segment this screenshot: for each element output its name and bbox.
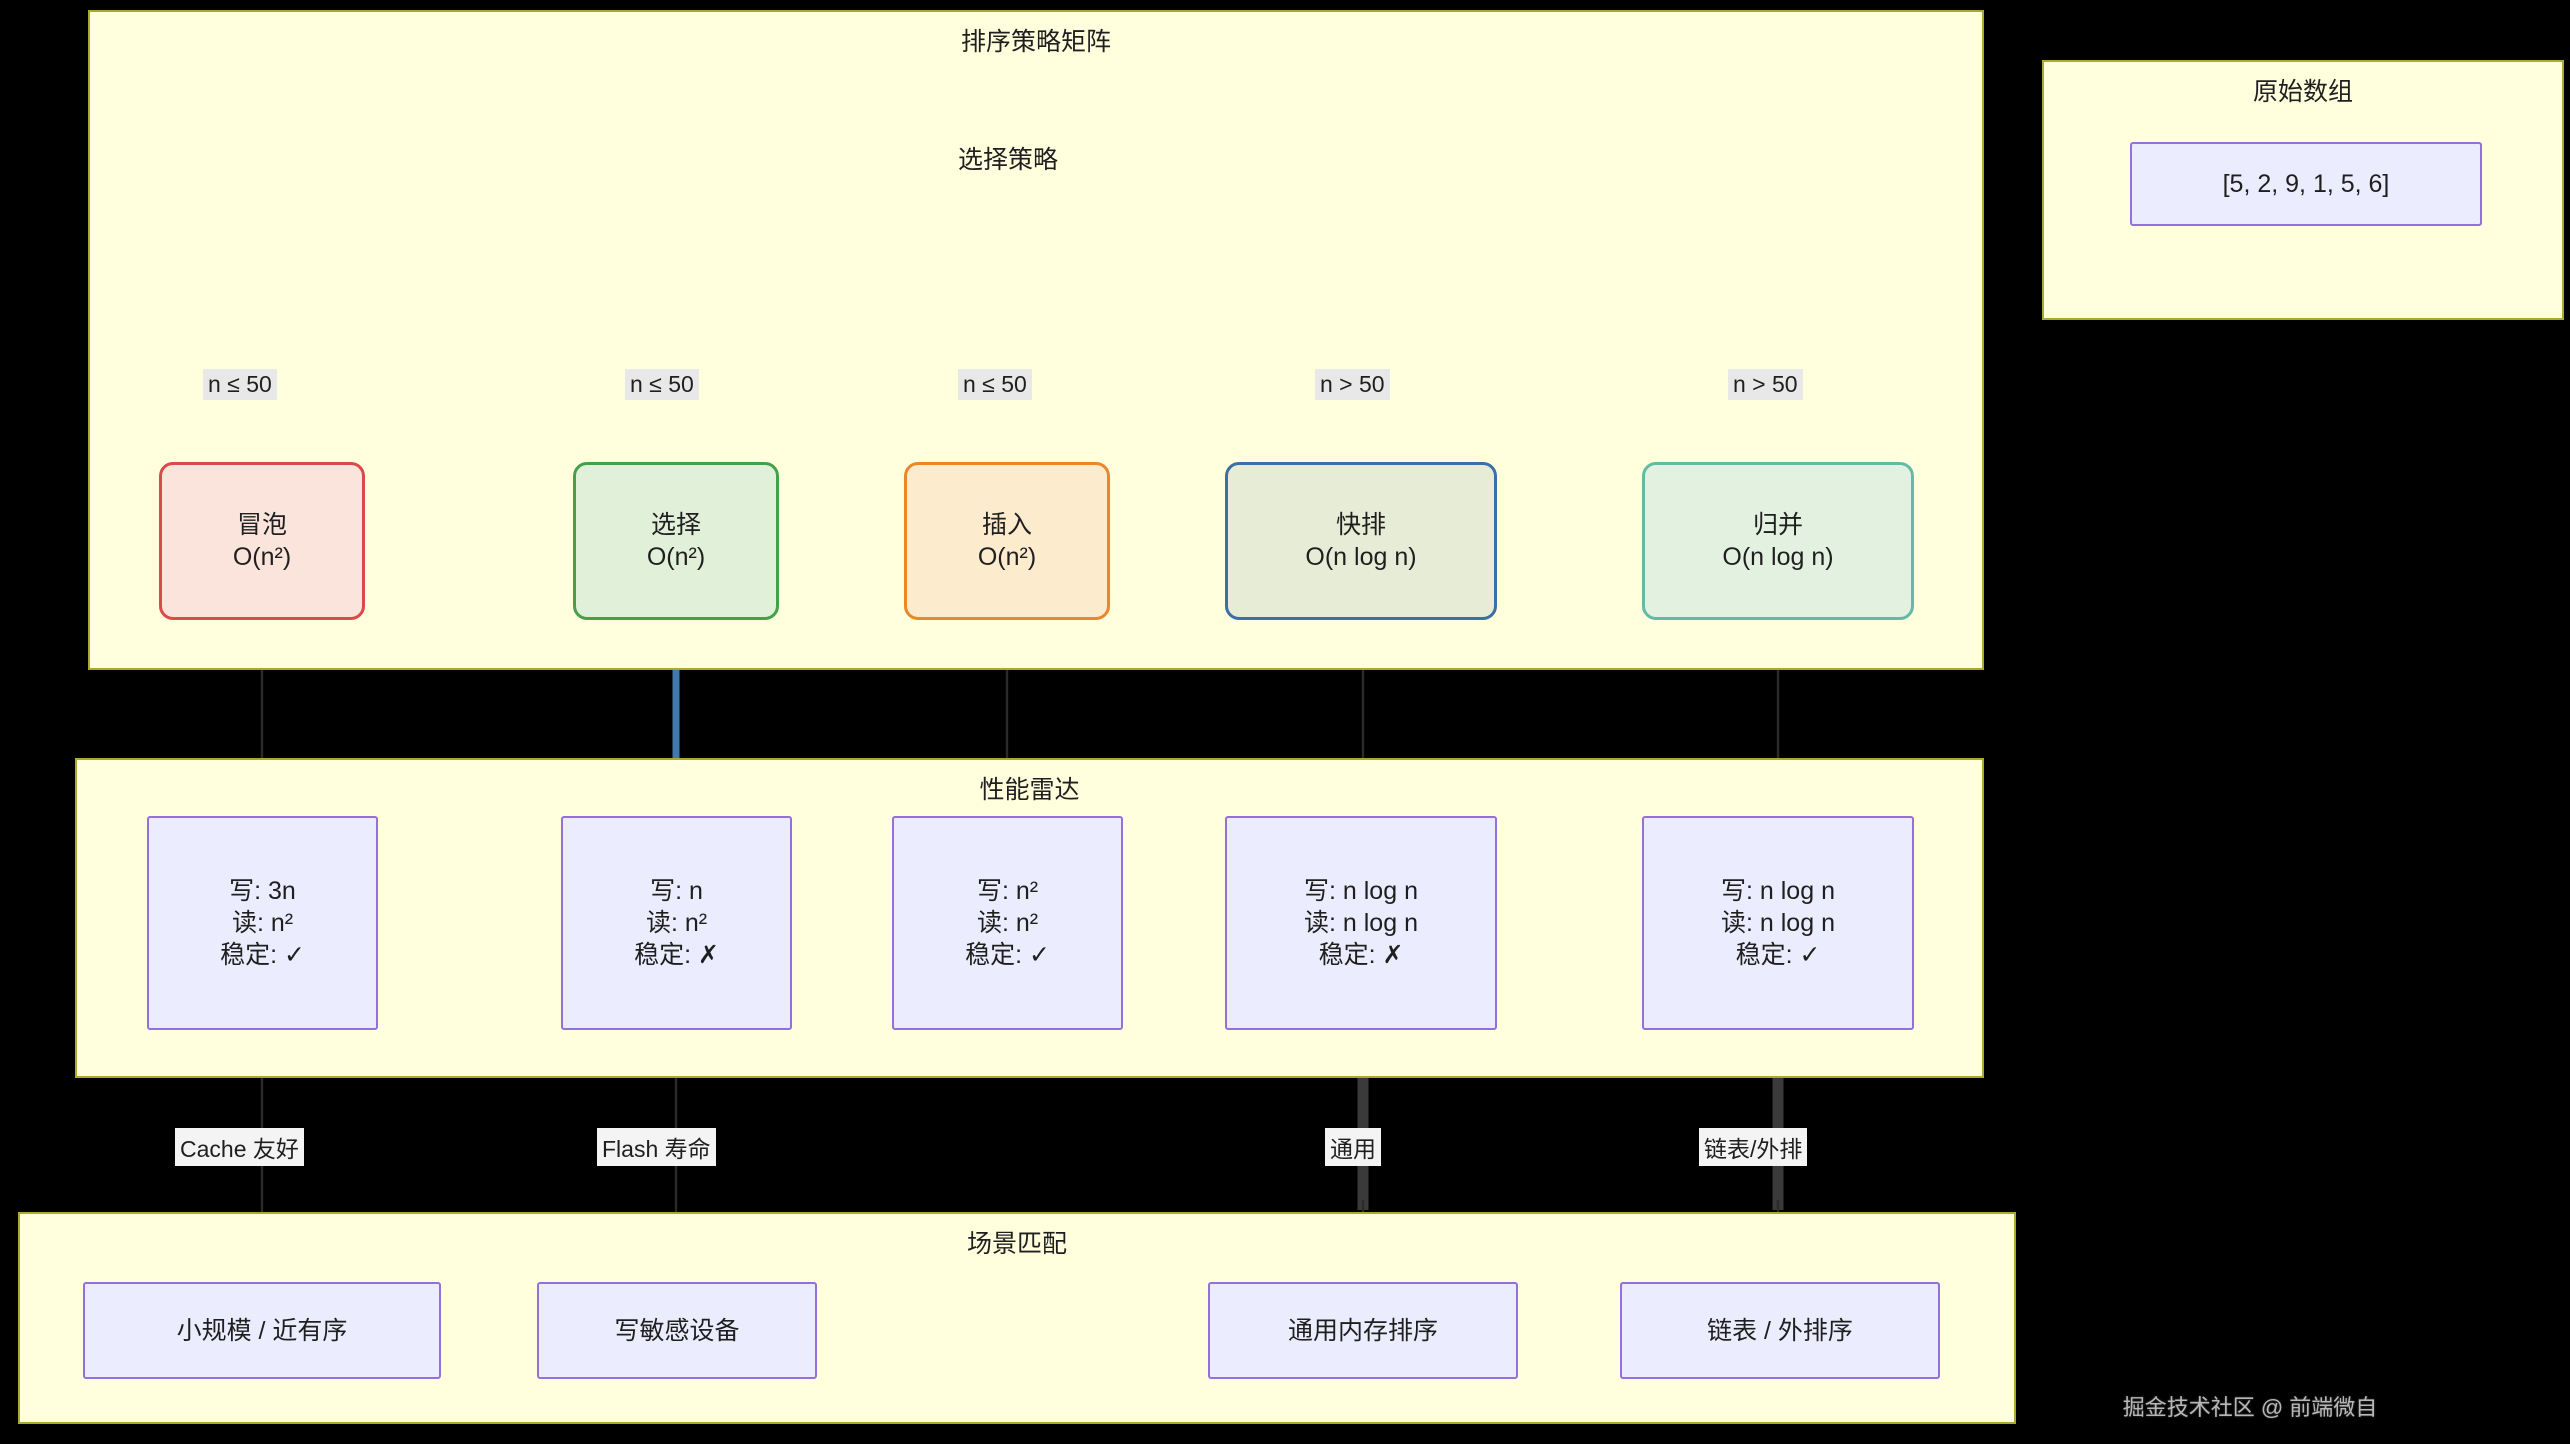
- algorithm-name: 归并: [1752, 511, 1803, 539]
- edge-label-scene-1: Cache 友好: [175, 1128, 304, 1166]
- subgraph-original-array: 原始数组 [5, 2, 9, 1, 5, 6]: [2042, 60, 2564, 320]
- metric-node-quicksort[interactable]: 写: n log n 读: n log n 稳定: ✗: [1225, 816, 1497, 1030]
- algorithm-complexity: O(n²): [646, 543, 706, 571]
- scene-node-linkedlist-external-sort[interactable]: 链表 / 外排序: [1620, 1282, 1940, 1379]
- metric-write: 写: n log n: [1304, 877, 1418, 905]
- metric-stable: 稳定: ✓: [1735, 941, 1821, 969]
- algorithm-name: 快排: [1335, 511, 1386, 539]
- watermark: 掘金技术社区 @ 前端微自: [2122, 1395, 2378, 1420]
- algorithm-node-selection[interactable]: 选择 O(n²): [573, 462, 779, 620]
- scene-label: 小规模 / 近有序: [176, 1316, 348, 1345]
- algorithm-complexity: O(n log n): [1722, 543, 1834, 571]
- metric-read: 读: n log n: [1721, 909, 1835, 937]
- scene-label: 链表 / 外排序: [1707, 1316, 1853, 1345]
- metric-read: 读: n log n: [1304, 909, 1418, 937]
- algorithm-complexity: O(n log n): [1305, 543, 1417, 571]
- subgraph-title-performance-radar: 性能雷达: [979, 776, 1080, 804]
- metric-read: 读: n²: [976, 909, 1039, 937]
- metric-node-insertion[interactable]: 写: n² 读: n² 稳定: ✓: [892, 816, 1123, 1030]
- metric-stable: 稳定: ✗: [1318, 941, 1404, 969]
- algorithm-node-insertion[interactable]: 插入 O(n²): [904, 462, 1110, 620]
- edge-label-threshold-2: n ≤ 50: [625, 369, 699, 400]
- edge-label-scene-3: 通用: [1325, 1128, 1381, 1166]
- algorithm-name: 选择: [650, 511, 701, 539]
- metric-read: 读: n²: [231, 909, 294, 937]
- metric-node-bubble[interactable]: 写: 3n 读: n² 稳定: ✓: [147, 816, 378, 1030]
- edge-label-threshold-4: n > 50: [1315, 369, 1390, 400]
- algorithm-name: 插入: [981, 511, 1032, 539]
- edge-label-scene-4: 链表/外排: [1699, 1128, 1808, 1166]
- subgraph-title-strategy-matrix: 排序策略矩阵: [960, 28, 1111, 56]
- metric-node-selection[interactable]: 写: n 读: n² 稳定: ✗: [561, 816, 792, 1030]
- scene-label: 通用内存排序: [1287, 1316, 1438, 1345]
- subgraph-title-original-array: 原始数组: [2252, 78, 2353, 106]
- decision-node-label: 选择策略: [957, 146, 1058, 174]
- edge-label-scene-2: Flash 寿命: [597, 1128, 716, 1166]
- original-array-value: [5, 2, 9, 1, 5, 6]: [2222, 170, 2390, 198]
- algorithm-name: 冒泡: [236, 511, 287, 539]
- metric-stable: 稳定: ✓: [220, 941, 305, 969]
- scene-node-small-nearly-sorted[interactable]: 小规模 / 近有序: [83, 1282, 441, 1379]
- scene-label: 写敏感设备: [614, 1316, 740, 1345]
- edge-label-threshold-5: n > 50: [1728, 369, 1803, 400]
- scene-node-write-sensitive[interactable]: 写敏感设备: [537, 1282, 817, 1379]
- metric-read: 读: n²: [645, 909, 708, 937]
- metric-write: 写: n²: [976, 877, 1039, 905]
- subgraph-title-scene-matching: 场景匹配: [966, 1230, 1067, 1258]
- algorithm-node-bubble[interactable]: 冒泡 O(n²): [159, 462, 365, 620]
- metric-write: 写: 3n: [229, 877, 296, 905]
- original-array-value-box: [5, 2, 9, 1, 5, 6]: [2130, 142, 2482, 226]
- scene-node-general-memory-sort[interactable]: 通用内存排序: [1208, 1282, 1518, 1379]
- metric-stable: 稳定: ✓: [965, 941, 1050, 969]
- algorithm-complexity: O(n²): [977, 543, 1037, 571]
- metric-node-mergesort[interactable]: 写: n log n 读: n log n 稳定: ✓: [1642, 816, 1914, 1030]
- metric-write: 写: n log n: [1721, 877, 1835, 905]
- metric-stable: 稳定: ✗: [634, 941, 719, 969]
- algorithm-node-mergesort[interactable]: 归并 O(n log n): [1642, 462, 1914, 620]
- algorithm-complexity: O(n²): [232, 543, 292, 571]
- metric-write: 写: n: [650, 877, 703, 905]
- edge-label-threshold-3: n ≤ 50: [958, 369, 1032, 400]
- algorithm-node-quicksort[interactable]: 快排 O(n log n): [1225, 462, 1497, 620]
- decision-node-select-strategy[interactable]: 选择策略: [913, 120, 1103, 196]
- edge-label-threshold-1: n ≤ 50: [203, 369, 277, 400]
